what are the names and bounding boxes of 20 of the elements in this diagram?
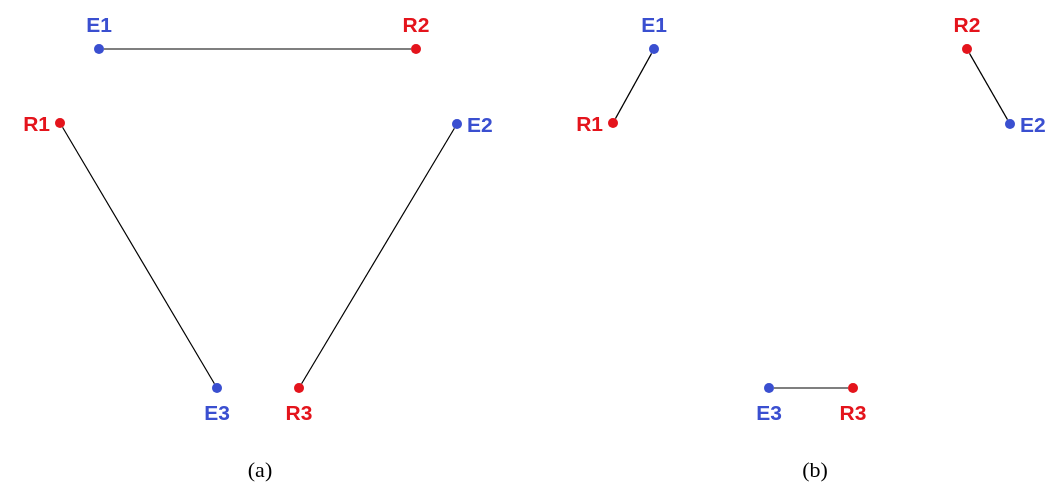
point-label: R1 <box>576 112 603 134</box>
point-label: E3 <box>204 402 230 423</box>
connector-line <box>61 126 216 385</box>
point-label: E1 <box>86 14 112 35</box>
connector-line <box>773 387 849 389</box>
panel-caption: (b) <box>802 459 828 481</box>
point-label: R2 <box>402 14 430 35</box>
point-label: R2 <box>953 14 981 35</box>
point-label: E2 <box>1020 113 1046 135</box>
point-label: E2 <box>467 113 493 135</box>
point-label: R3 <box>839 402 867 423</box>
point-label: E3 <box>756 402 782 423</box>
connector-line <box>103 48 412 50</box>
point-label: R3 <box>285 402 313 423</box>
connector-line <box>968 52 1009 121</box>
connector-line <box>300 127 456 385</box>
connector-line <box>614 52 653 120</box>
panel-caption: (a) <box>247 459 273 481</box>
point-label: R1 <box>23 112 50 134</box>
point-label: E1 <box>641 14 667 35</box>
